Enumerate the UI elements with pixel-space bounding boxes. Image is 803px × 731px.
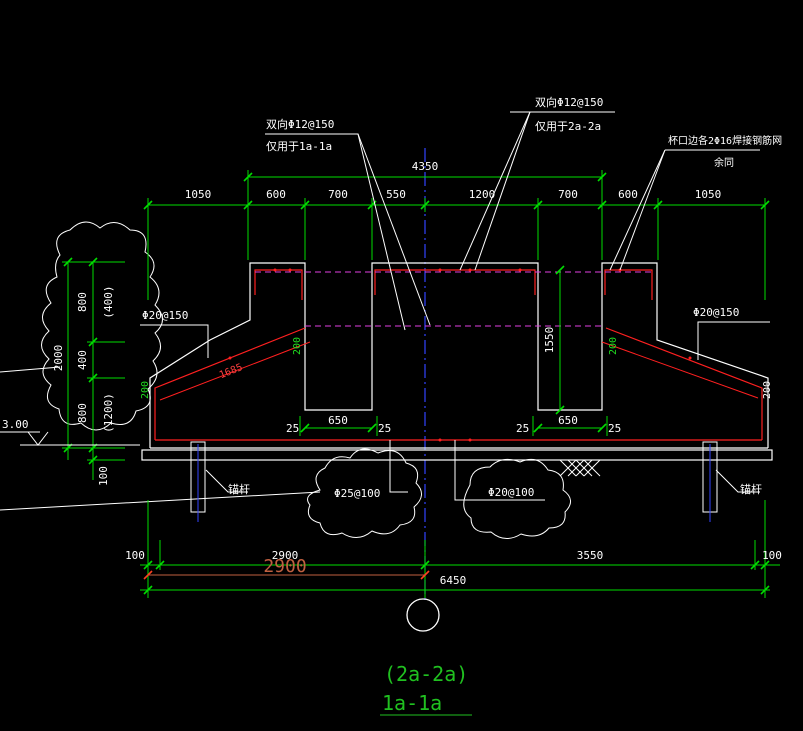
- dim-cover-c: 25: [516, 422, 529, 435]
- dim-top-1: 1050: [185, 188, 212, 201]
- dim-left-part-3: 800: [76, 403, 89, 423]
- dim-left-total: 2000: [52, 345, 65, 372]
- dim-top-6: 700: [558, 188, 578, 201]
- note-mid-line1: 双向Φ12@150: [535, 95, 603, 109]
- pit-dimension-lines: [299, 270, 608, 436]
- dim-top-7: 600: [618, 188, 638, 201]
- dim-left-alt-2: (1200): [102, 393, 115, 433]
- section-title: 1a-1a: [382, 691, 442, 715]
- dim-slope-thick-right-inner: 200: [608, 337, 619, 355]
- rebar-lines: [154, 269, 763, 441]
- bottom-bar-leaders: [389, 440, 545, 501]
- note-right-line1: 杯口边各2Φ16焊接钢筋网: [668, 134, 782, 147]
- dim-cover-a: 25: [286, 422, 299, 435]
- bottom-bar-right: Φ20@100: [488, 486, 534, 499]
- anchor-right: [702, 441, 760, 522]
- revision-cloud-bottom-mid: [307, 448, 422, 538]
- pit-dimension-ticks: [300, 265, 607, 433]
- note-left-line2: 仅用于1a-1a: [266, 140, 332, 153]
- dim-cover-b: 25: [378, 422, 391, 435]
- elevation-marker: [0, 431, 140, 446]
- section-title-alt: (2a-2a): [384, 662, 468, 686]
- rebar-dots: [228, 268, 692, 442]
- dim-bottom-right: 3550: [577, 549, 604, 562]
- top-dimension-lines: [147, 170, 766, 300]
- dim-bottom-end-right: 100: [762, 549, 782, 562]
- bottom-overlay-ticks: [143, 570, 430, 580]
- dim-pit-width-right: 650: [558, 414, 578, 427]
- revision-cloud-left: [41, 221, 163, 431]
- dim-overall-top: 4350: [412, 160, 439, 173]
- top-dimension-ticks: [143, 172, 770, 210]
- dim-top-8: 1050: [695, 188, 722, 201]
- dim-left-alt-1: (400): [102, 285, 115, 318]
- dim-bottom-left: 2900: [272, 549, 299, 562]
- leader-line-left-lower: [0, 491, 321, 511]
- dim-top-3: 700: [328, 188, 348, 201]
- note-right-line2: 余同: [714, 156, 734, 169]
- dim-left-part-4: 100: [97, 466, 110, 486]
- dim-bottom-overlay: 2900: [263, 556, 306, 577]
- annotation-leaders: [140, 111, 770, 360]
- dim-slope-thick-right: 200: [762, 381, 773, 399]
- section-marker-circle: [406, 598, 440, 632]
- dim-top-4: 550: [386, 188, 406, 201]
- dim-cover-d: 25: [608, 422, 621, 435]
- dim-slope-length: 1685: [218, 362, 244, 381]
- note-mid-line2: 仅用于2a-2a: [535, 120, 601, 133]
- anchor-left: [190, 441, 248, 522]
- dim-bottom-total: 6450: [440, 574, 467, 587]
- dim-slope-thick-left: 200: [140, 381, 151, 399]
- bottom-dimension-lines: [140, 500, 780, 598]
- elevation-label: 3.00: [2, 418, 29, 431]
- soil-hatch: [559, 459, 601, 477]
- dim-slope-thick-inner: 200: [292, 337, 303, 355]
- bottom-dimension-ticks: [143, 560, 770, 595]
- dim-pit-width-left: 650: [328, 414, 348, 427]
- dim-pit-depth: 1550: [543, 327, 556, 354]
- bottom-bar-left: Φ25@100: [334, 487, 380, 500]
- dim-top-5: 1200: [469, 188, 496, 201]
- slope-bar-right: Φ20@150: [693, 306, 739, 319]
- note-left-line1: 双向Φ12@150: [266, 117, 334, 131]
- hidden-rebar: [255, 271, 655, 327]
- dim-top-2: 600: [266, 188, 286, 201]
- slope-bar-left: Φ20@150: [142, 309, 188, 322]
- dim-left-part-2: 400: [76, 350, 89, 370]
- dim-left-part-1: 800: [76, 292, 89, 312]
- anchor-right-label: 锚杆: [740, 482, 762, 496]
- dim-bottom-end-left: 100: [125, 549, 145, 562]
- anchor-left-label: 锚杆: [228, 482, 250, 496]
- leader-line-left-upper: [0, 366, 61, 373]
- foundation-outline: [141, 262, 773, 461]
